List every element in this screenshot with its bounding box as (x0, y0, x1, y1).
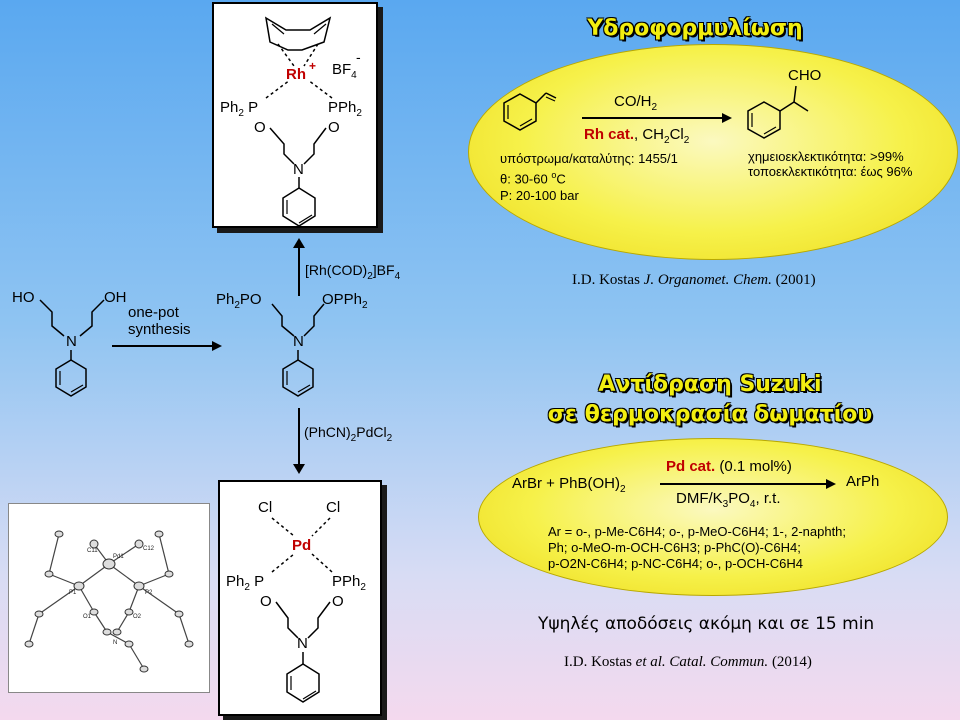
hydro-reagent-top: CO/H2 (614, 93, 658, 113)
svg-text:O: O (254, 119, 266, 136)
suzuki-catalyst: Pd cat. (0.1 mol%) (666, 458, 792, 475)
svg-text:N: N (297, 635, 308, 652)
hydro-conditions: υπόστρωμα/καταλύτης: 1455/1 θ: 30-60 oC … (500, 151, 678, 204)
svg-text:Ph2PO: Ph2PO (216, 291, 262, 311)
phenyl-ring (282, 187, 316, 227)
svg-text:O: O (260, 593, 272, 610)
suzuki-citation: I.D. Kostas et al. Catal. Commun. (2014) (564, 654, 812, 670)
svg-text:P2: P2 (145, 590, 153, 596)
suzuki-reactants: ArBr + PhB(OH)2 (512, 475, 626, 495)
hydro-citation: I.D. Kostas J. Organomet. Chem. (2001) (572, 272, 816, 288)
pd-arrow (293, 408, 305, 474)
pd-metal-label: Pd (292, 537, 311, 554)
svg-text:O1: O1 (83, 614, 92, 620)
cod-ligand (264, 16, 332, 51)
hydro-catalyst-conditions: Rh cat., CH2Cl2 (584, 126, 690, 146)
svg-text:HO: HO (12, 289, 35, 306)
suzuki-ellipse (478, 438, 948, 596)
aldehyde-product-structure: CHO (747, 67, 821, 139)
diol-structure: HO OH N (12, 289, 127, 397)
suzuki-arrow (660, 479, 836, 489)
pd-complex-structure: Cl Cl Pd Ph2 P PPh2 O O N (226, 499, 366, 703)
hydro-arrow (582, 113, 732, 123)
svg-text:O2: O2 (133, 614, 142, 620)
one-pot-label: one-pot synthesis (128, 304, 191, 338)
crystal-structure-image: Pd1 C11 C12 P1 P2 O1 O2 N (8, 503, 210, 693)
pd-complex-box: Cl Cl Pd Ph2 P PPh2 O O N (218, 480, 382, 716)
suzuki-title: Αντίδραση Suzuki σε θερμοκρασία δωματίου (547, 372, 873, 427)
rh-reagent-label: [Rh(COD)2]BF4 (305, 262, 401, 282)
p-left-label: Ph2 P (220, 99, 258, 119)
pd-reagent-label: (PhCN)2PdCl2 (304, 424, 393, 444)
hydroformylation-title: Υδροφορμυλίωση (587, 16, 803, 41)
svg-text:O: O (332, 593, 344, 610)
svg-text:N: N (293, 161, 304, 178)
svg-text:O: O (328, 119, 340, 136)
svg-text:Cl: Cl (258, 499, 272, 516)
svg-text:PPh2: PPh2 (332, 573, 366, 593)
rh-metal-label: Rh (286, 66, 306, 83)
svg-text:CHO: CHO (788, 67, 821, 84)
suzuki-aryl-scope: Ar = o-, p-Me-C6H4; o-, p-MeO-C6H4; 1-, … (548, 524, 847, 571)
one-pot-arrow (112, 341, 222, 351)
svg-text:Pd1: Pd1 (113, 554, 124, 560)
rh-complex-box: Rh + BF4 - Ph2 P PPh2 O O N (212, 2, 378, 228)
svg-text:N: N (293, 333, 304, 350)
svg-text:P1: P1 (69, 590, 77, 596)
styrene-structure (503, 92, 557, 131)
bf4-anion-label: BF4 (332, 61, 357, 81)
svg-text:OPPh2: OPPh2 (322, 291, 368, 311)
p-right-label: PPh2 (328, 99, 362, 119)
rh-arrow (293, 238, 305, 296)
svg-text:C11: C11 (87, 548, 98, 554)
suzuki-conditions: DMF/K3PO4, r.t. (676, 490, 781, 510)
svg-text:OH: OH (104, 289, 127, 306)
ligand-structure: Ph2PO OPPh2 N (216, 291, 368, 397)
svg-text:C12: C12 (143, 546, 155, 552)
svg-text:-: - (356, 49, 361, 65)
svg-text:+: + (309, 59, 316, 73)
svg-text:Cl: Cl (326, 499, 340, 516)
svg-text:N: N (66, 333, 77, 350)
suzuki-yield-note: Υψηλές αποδόσεις ακόμη και σε 15 min (538, 614, 875, 634)
suzuki-product: ArPh (846, 473, 880, 490)
rh-complex-structure: Rh + BF4 - Ph2 P PPh2 O O N (220, 16, 362, 227)
svg-text:N: N (113, 640, 117, 646)
svg-text:Ph2 P: Ph2 P (226, 573, 264, 593)
hydroformylation-ellipse (468, 44, 958, 260)
hydro-selectivity: χημειοεκλεκτικότητα: >99% τοποεκλεκτικότ… (748, 149, 913, 179)
